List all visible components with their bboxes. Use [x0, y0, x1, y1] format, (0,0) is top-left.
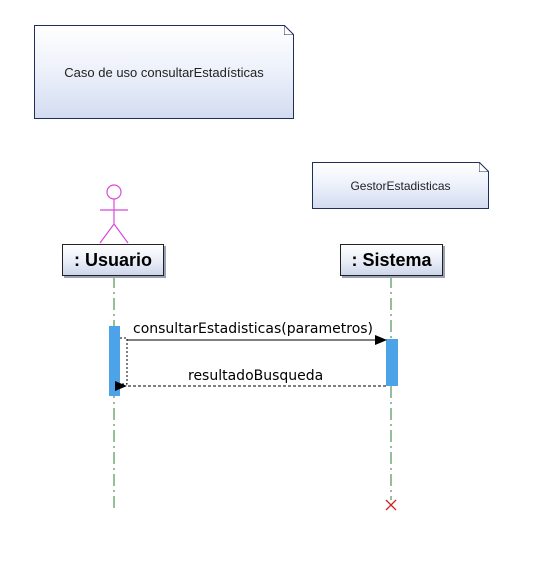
usuario-activation — [109, 326, 120, 396]
manager-note-text: GestorEstadisticas — [350, 178, 451, 193]
sistema-activation — [386, 339, 398, 386]
usuario-lifeline-head: : Usuario — [62, 244, 164, 276]
sistema-label: : Sistema — [351, 249, 432, 270]
destroy-x-icon — [385, 499, 397, 511]
use-case-note-text: Caso de uso consultarEstadísticas — [64, 64, 264, 80]
manager-note: GestorEstadisticas — [312, 162, 489, 209]
note-fold-icon — [479, 162, 489, 172]
message-label-resultado: resultadoBusqueda — [188, 368, 324, 384]
usuario-label: : Usuario — [73, 249, 152, 270]
usuario-self-frame — [120, 337, 128, 385]
use-case-note: Caso de uso consultarEstadísticas — [34, 25, 294, 119]
actor-icon — [99, 184, 129, 244]
sistema-lifeline-head: : Sistema — [340, 244, 443, 276]
note-fold-icon — [284, 25, 294, 35]
message-label-consultar: consultarEstadisticas(parametros) — [133, 321, 374, 337]
